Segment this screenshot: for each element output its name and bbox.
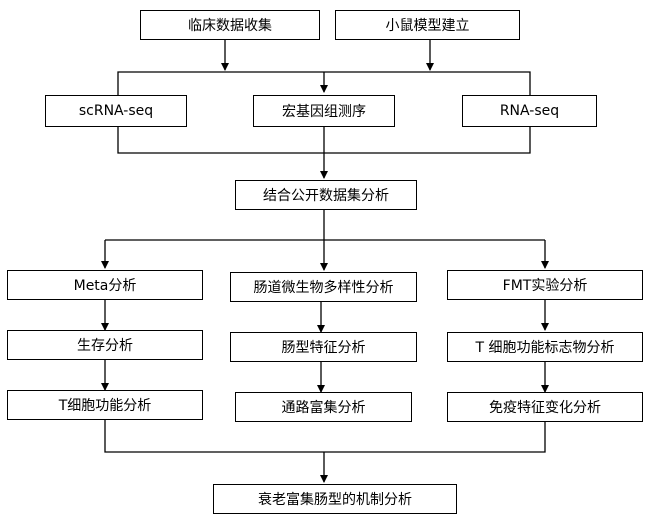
box-t-cell-markers: T 细胞功能标志物分析 — [447, 332, 643, 362]
box-metagenome-seq: 宏基因组测序 — [253, 95, 395, 127]
box-enterotype-feature-analysis: 肠型特征分析 — [230, 332, 417, 362]
box-meta-analysis: Meta分析 — [7, 270, 203, 300]
box-immune-feature-changes: 免疫特征变化分析 — [447, 392, 643, 422]
box-public-dataset-analysis: 结合公开数据集分析 — [235, 180, 417, 210]
box-scrna-seq: scRNA-seq — [45, 95, 187, 127]
box-mouse-model: 小鼠模型建立 — [335, 10, 520, 40]
box-final-mechanism-analysis: 衰老富集肠型的机制分析 — [213, 484, 457, 514]
box-pathway-enrichment: 通路富集分析 — [235, 392, 412, 422]
box-fmt-experiment: FMT实验分析 — [447, 270, 643, 300]
bus-bottom — [104, 420, 546, 453]
box-clinical-data: 临床数据收集 — [140, 10, 320, 40]
box-gut-microbial-diversity: 肠道微生物多样性分析 — [230, 272, 417, 302]
box-survival-analysis: 生存分析 — [7, 330, 203, 360]
box-rna-seq: RNA-seq — [462, 95, 597, 127]
box-t-cell-function-analysis: T细胞功能分析 — [7, 390, 203, 420]
